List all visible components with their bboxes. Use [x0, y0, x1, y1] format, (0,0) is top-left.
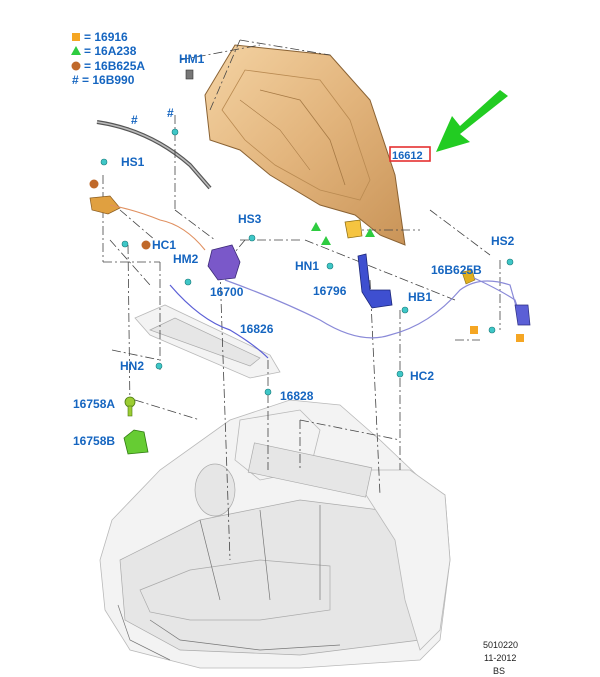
label-16758a: 16758A: [73, 397, 115, 411]
label-16758b: 16758B: [73, 434, 115, 448]
label-hb1: HB1: [408, 290, 432, 304]
label-hs3: HS3: [238, 212, 262, 226]
triangle-green-icon: [311, 222, 321, 231]
label-hn1: HN1: [295, 259, 319, 273]
circle-brown-icon: [71, 61, 81, 71]
hood-bracket-left: [89, 195, 206, 251]
legend-16916: = 16916: [84, 30, 128, 44]
square-orange-icon: [72, 33, 80, 41]
prop-rod-16b625b: [461, 269, 531, 326]
legend-16b625a: = 16B625A: [84, 59, 145, 73]
label-hs1: HS1: [121, 155, 145, 169]
triangle-green-icon: [321, 236, 331, 245]
footer-date: 11-2012: [484, 653, 516, 663]
label-hm2: HM2: [173, 252, 199, 266]
label-hn2: HN2: [120, 359, 144, 373]
bumper-16758a: [124, 396, 136, 417]
vehicle-front-body: [99, 399, 451, 669]
label-16828: 16828: [280, 389, 314, 403]
label-hm1: HM1: [179, 52, 205, 66]
label-16826: 16826: [240, 322, 274, 336]
callouts: HM1 # # HS1 16612 HS3 HC1 HS2 HM2 HN1 16…: [73, 52, 515, 448]
label-16796: 16796: [313, 284, 347, 298]
pointer-arrow-icon: [436, 90, 508, 152]
bracket-16916: [344, 219, 363, 239]
release-cable-upper: [224, 279, 521, 339]
label-hs2: HS2: [491, 234, 515, 248]
triangle-green-icon: [71, 46, 81, 55]
label-hood-16612: 16612: [392, 150, 423, 162]
label-16b625b: 16B625B: [431, 263, 482, 277]
square-orange-icon: [470, 326, 478, 334]
triangle-green-icon: [365, 228, 375, 237]
legend-16a238: = 16A238: [84, 44, 137, 58]
footer-author: BS: [493, 666, 505, 676]
release-cable-lower: [169, 284, 269, 359]
legend-16b990: # = 16B990: [72, 73, 135, 87]
hood-latch-16700: [207, 244, 241, 281]
footer-info: 5010220 11-2012 BS: [483, 640, 518, 676]
lower-air-deflector: [134, 304, 281, 379]
hood-highlight-box: [389, 146, 431, 162]
label-hc1: HC1: [152, 238, 176, 252]
legend: = 16916 = 16A238 = 16B625A # = 16B990: [71, 30, 145, 87]
bumper-16758b: [123, 429, 149, 455]
fasteners: [89, 69, 524, 396]
label-hc2: HC2: [410, 369, 434, 383]
footer-code: 5010220: [483, 640, 518, 650]
leader-lines: [102, 39, 501, 561]
label-hash-1: #: [131, 113, 138, 127]
latch-16796: [357, 253, 393, 309]
circle-brown-icon: [141, 240, 151, 250]
hood-panel: [204, 44, 406, 246]
square-orange-icon: [516, 334, 524, 342]
circle-brown-icon: [89, 179, 99, 189]
label-16700: 16700: [210, 285, 244, 299]
hood-seal-strip: [96, 120, 212, 190]
label-hash-2: #: [167, 106, 174, 120]
